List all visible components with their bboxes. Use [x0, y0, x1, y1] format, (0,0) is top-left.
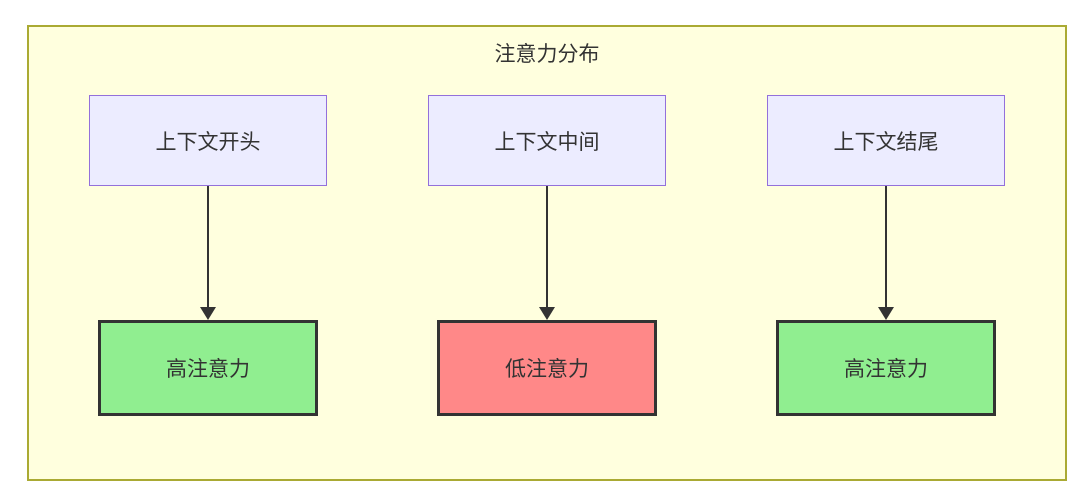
flow-column-context-end: 上下文结尾 高注意力 [767, 95, 1005, 416]
node-attention-high-left: 高注意力 [98, 320, 318, 416]
arrow-head-icon [200, 307, 216, 320]
attention-distribution-subgraph: 注意力分布 上下文开头 高注意力 上下文中间 低注意力 上下文结尾 [27, 25, 1067, 481]
arrow-head-icon [878, 307, 894, 320]
arrow-head-icon [539, 307, 555, 320]
arrow-down-icon [878, 186, 894, 320]
node-context-start: 上下文开头 [89, 95, 327, 186]
flow-column-context-start: 上下文开头 高注意力 [89, 95, 327, 416]
diagram-columns: 上下文开头 高注意力 上下文中间 低注意力 上下文结尾 [29, 95, 1065, 416]
arrow-line [207, 186, 209, 307]
flow-column-context-middle: 上下文中间 低注意力 [428, 95, 666, 416]
arrow-line [546, 186, 548, 307]
node-attention-high-right: 高注意力 [776, 320, 996, 416]
arrow-down-icon [539, 186, 555, 320]
arrow-line [885, 186, 887, 307]
node-context-middle: 上下文中间 [428, 95, 666, 186]
diagram-title: 注意力分布 [494, 43, 600, 66]
node-context-end: 上下文结尾 [767, 95, 1005, 186]
node-attention-low: 低注意力 [437, 320, 657, 416]
arrow-down-icon [200, 186, 216, 320]
